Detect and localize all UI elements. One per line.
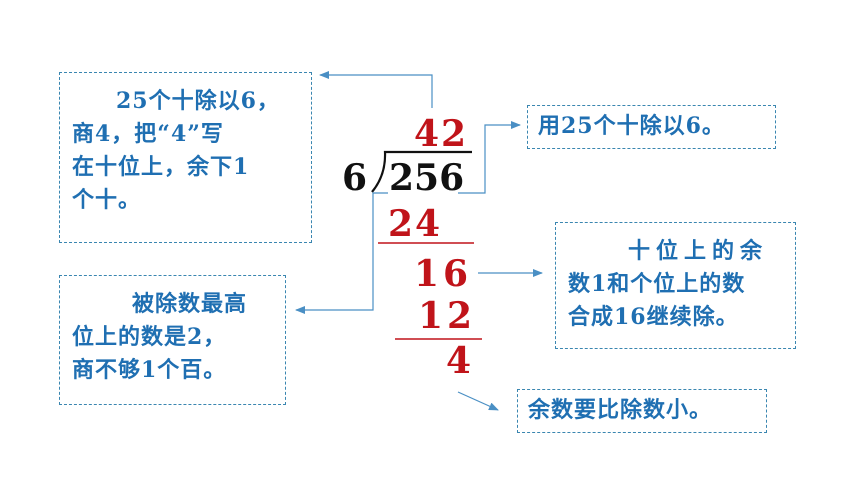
arrow-to-note-left-bottom — [295, 192, 388, 314]
division-bracket — [371, 150, 472, 193]
arrow-to-note-right-bottom — [457, 391, 499, 411]
note-left-top: 25个十除以6， 商4，把“4”写 在十位上，余下1 个十。 — [59, 72, 312, 243]
divisor: 6 — [342, 157, 368, 199]
note-line: 余数要比除数小。 — [528, 397, 713, 423]
note-left-bottom: 被除数最高 位上的数是2， 商不够1个百。 — [59, 275, 286, 405]
note-line: 商不够1个百。 — [72, 357, 227, 383]
step2-product: 12 — [418, 295, 477, 337]
note-line: 个十。 — [72, 187, 142, 213]
note-line: 数1和个位上的数 — [568, 271, 746, 297]
note-right-mid: 十位上的余 数1和个位上的数 合成16继续除。 — [555, 222, 796, 349]
step1-remainder: 16 — [414, 253, 473, 295]
dividend: 256 — [389, 157, 465, 199]
note-line: 在十位上，余下1 — [72, 154, 250, 180]
arrow-to-note-left-top — [319, 71, 433, 108]
note-line: 十位上的余 — [628, 238, 769, 264]
note-line: 商4，把“4”写 — [72, 121, 224, 147]
quotient: 42 — [414, 113, 469, 155]
note-right-top: 用25个十除以6。 — [527, 105, 776, 149]
note-line: 25个十除以6， — [116, 88, 280, 114]
note-line: 用25个十除以6。 — [538, 113, 725, 139]
step1-product: 24 — [388, 203, 443, 245]
remainder: 4 — [446, 340, 472, 382]
note-line: 被除数最高 — [132, 291, 248, 317]
note-right-bottom: 余数要比除数小。 — [517, 389, 767, 433]
arrow-to-note-right-top — [458, 121, 521, 194]
note-line: 合成16继续除。 — [568, 304, 739, 330]
note-line: 位上的数是2， — [72, 324, 227, 350]
